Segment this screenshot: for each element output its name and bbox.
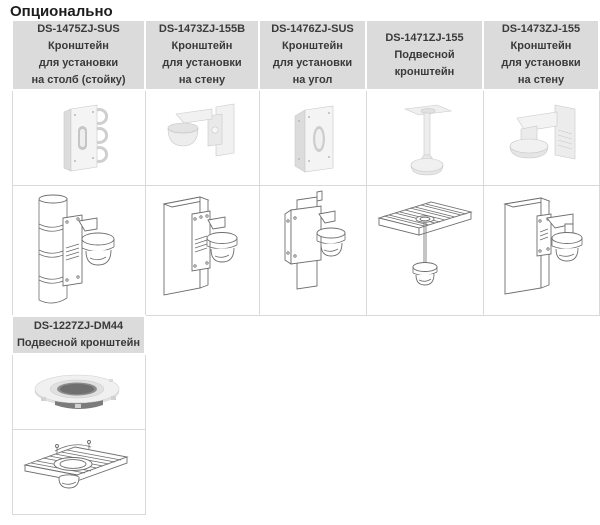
model-desc-line: на стену bbox=[517, 74, 565, 86]
wall-bracket-cap-photo bbox=[509, 104, 576, 160]
model-desc-line: Кронштейн bbox=[48, 40, 109, 52]
photo-cell-recessed-ring bbox=[11, 353, 146, 430]
wall-bracket-dome-photo bbox=[167, 103, 235, 157]
header-cell-ds-1475zj-sus: DS-1475ZJ-SUS Кронштейн для установки на… bbox=[11, 19, 146, 91]
recessed-mount-table: DS-1227ZJ-DM44 Подвесной кронштейн bbox=[11, 315, 146, 515]
pole-bracket-photo bbox=[63, 104, 108, 172]
model-desc-line: Кронштейн bbox=[171, 40, 233, 52]
model-desc-line: для установки bbox=[162, 57, 242, 69]
corner-install-diagram bbox=[284, 190, 345, 290]
diagram-cell-corner-install bbox=[258, 184, 367, 316]
header-cell-ds-1227zj-dm44: DS-1227ZJ-DM44 Подвесной кронштейн bbox=[11, 315, 146, 355]
model-desc-line: Подвесной bbox=[394, 48, 455, 61]
product-photos-row bbox=[11, 89, 600, 186]
wall-arm-install-diagram bbox=[503, 197, 583, 295]
model-desc-line: на угол bbox=[292, 74, 333, 86]
installation-diagrams-row bbox=[11, 184, 600, 316]
diagram-cell-pole-install bbox=[11, 184, 146, 316]
model-desc-line: на стену bbox=[178, 74, 226, 86]
model-desc-line: кронштейн bbox=[394, 65, 455, 78]
model-number: DS-1471ZJ-155 bbox=[385, 31, 464, 44]
pendant-install-diagram bbox=[376, 201, 473, 286]
header-cell-ds-1476zj-sus: DS-1476ZJ-SUS Кронштейн для установки на… bbox=[258, 19, 367, 91]
corner-bracket-photo bbox=[294, 105, 333, 173]
header-cell-ds-1471zj-155: DS-1471ZJ-155 Подвесной кронштейн bbox=[365, 19, 484, 91]
wall-install-diagram bbox=[162, 196, 238, 296]
pendant-bracket-photo bbox=[403, 104, 452, 176]
model-desc-line: Кронштейн bbox=[282, 40, 343, 52]
model-number: DS-1227ZJ-DM44 bbox=[33, 320, 124, 332]
recessed-ring-photo bbox=[34, 374, 119, 409]
diagram-cell-wall-arm-install bbox=[482, 184, 600, 316]
model-desc-line: для установки bbox=[38, 57, 119, 69]
photo-cell-wall-bracket-cap bbox=[482, 89, 600, 186]
photo-cell-pole-bracket bbox=[11, 89, 146, 186]
diagram-cell-recessed-install bbox=[11, 428, 146, 515]
photo-cell-pendant-bracket bbox=[365, 89, 484, 186]
diagram-cell-pendant-install bbox=[365, 184, 484, 316]
accessories-header-row: DS-1475ZJ-SUS Кронштейн для установки на… bbox=[11, 19, 600, 91]
accessories-table: DS-1475ZJ-SUS Кронштейн для установки на… bbox=[11, 19, 600, 316]
model-desc-line: Кронштейн bbox=[510, 40, 572, 52]
header-cell-ds-1473zj-155: DS-1473ZJ-155 Кронштейн для установки на… bbox=[482, 19, 600, 91]
page-title: Опционально bbox=[10, 3, 113, 20]
model-desc-line: Подвесной кронштейн bbox=[16, 337, 141, 349]
model-number: DS-1475ZJ-SUS bbox=[37, 23, 120, 35]
recessed-install-diagram bbox=[22, 439, 129, 488]
model-desc-line: для установки bbox=[272, 57, 353, 69]
model-desc-line: на столб (стойку) bbox=[31, 74, 126, 86]
recessed-diagram-row bbox=[11, 428, 146, 515]
pole-install-diagram bbox=[38, 194, 114, 304]
diagram-cell-wall-install bbox=[144, 184, 260, 316]
model-number: DS-1476ZJ-SUS bbox=[271, 23, 354, 35]
photo-cell-wall-bracket-dome bbox=[144, 89, 260, 186]
header-cell-ds-1473zj-155b: DS-1473ZJ-155B Кронштейн для установки н… bbox=[144, 19, 260, 91]
model-number: DS-1473ZJ-155B bbox=[158, 23, 246, 35]
model-desc-line: для установки bbox=[501, 57, 581, 69]
model-number: DS-1473ZJ-155 bbox=[501, 23, 581, 35]
recessed-photo-row bbox=[11, 353, 146, 430]
photo-cell-corner-bracket bbox=[258, 89, 367, 186]
recessed-header-row: DS-1227ZJ-DM44 Подвесной кронштейн bbox=[11, 315, 146, 355]
